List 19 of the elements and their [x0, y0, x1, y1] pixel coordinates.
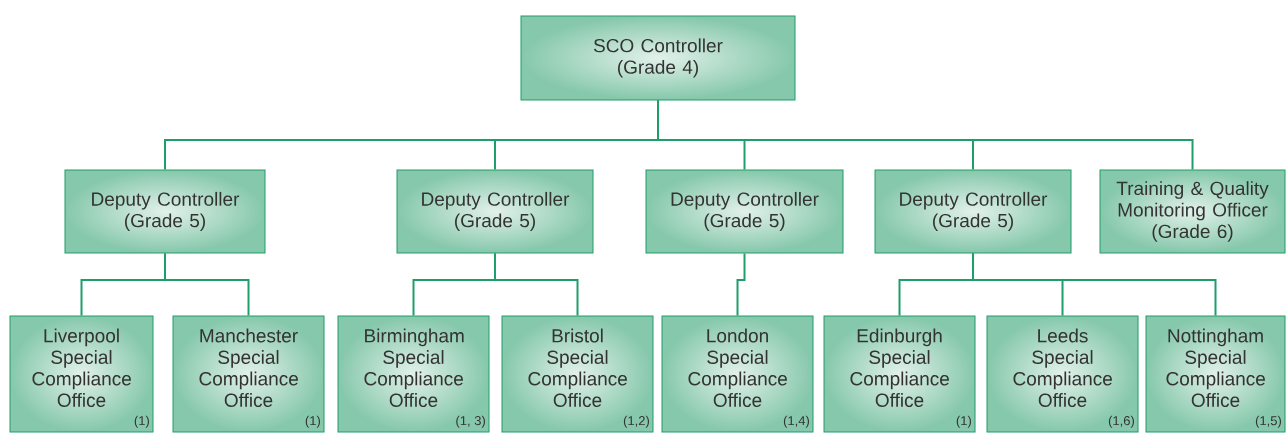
office-box: Manchester Special Compliance Office (1): [172, 315, 325, 433]
office-box: London Special Compliance Office (1,4): [661, 315, 814, 433]
office-box: Leeds Special Compliance Office (1,6): [986, 315, 1139, 433]
connector-line: [657, 99, 1194, 171]
officer-box: Training & Quality Monitoring Officer (Grade 6): [1099, 169, 1286, 254]
deputy-box: Deputy Controller (Grade 5): [64, 169, 266, 254]
connector-line: [736, 252, 746, 317]
connector-line: [494, 252, 579, 317]
controller-box: SCO Controller (Grade 4): [520, 15, 796, 101]
office-box: Edinburgh Special Compliance Office (1): [823, 315, 976, 433]
deputy-box: Deputy Controller (Grade 5): [874, 169, 1072, 254]
deputy-box: Deputy Controller (Grade 5): [396, 169, 594, 254]
deputy-box: Deputy Controller (Grade 5): [645, 169, 844, 254]
connector-line: [972, 252, 1217, 317]
office-box: Nottingham Special Compliance Office (1,5): [1145, 315, 1286, 433]
office-box: Birmingham Special Compliance Office (1, 3): [337, 315, 490, 433]
office-box: Liverpool Special Compliance Office (1): [9, 315, 154, 433]
office-box: Bristol Special Compliance Office (1,2): [501, 315, 654, 433]
connector-line: [164, 252, 250, 317]
